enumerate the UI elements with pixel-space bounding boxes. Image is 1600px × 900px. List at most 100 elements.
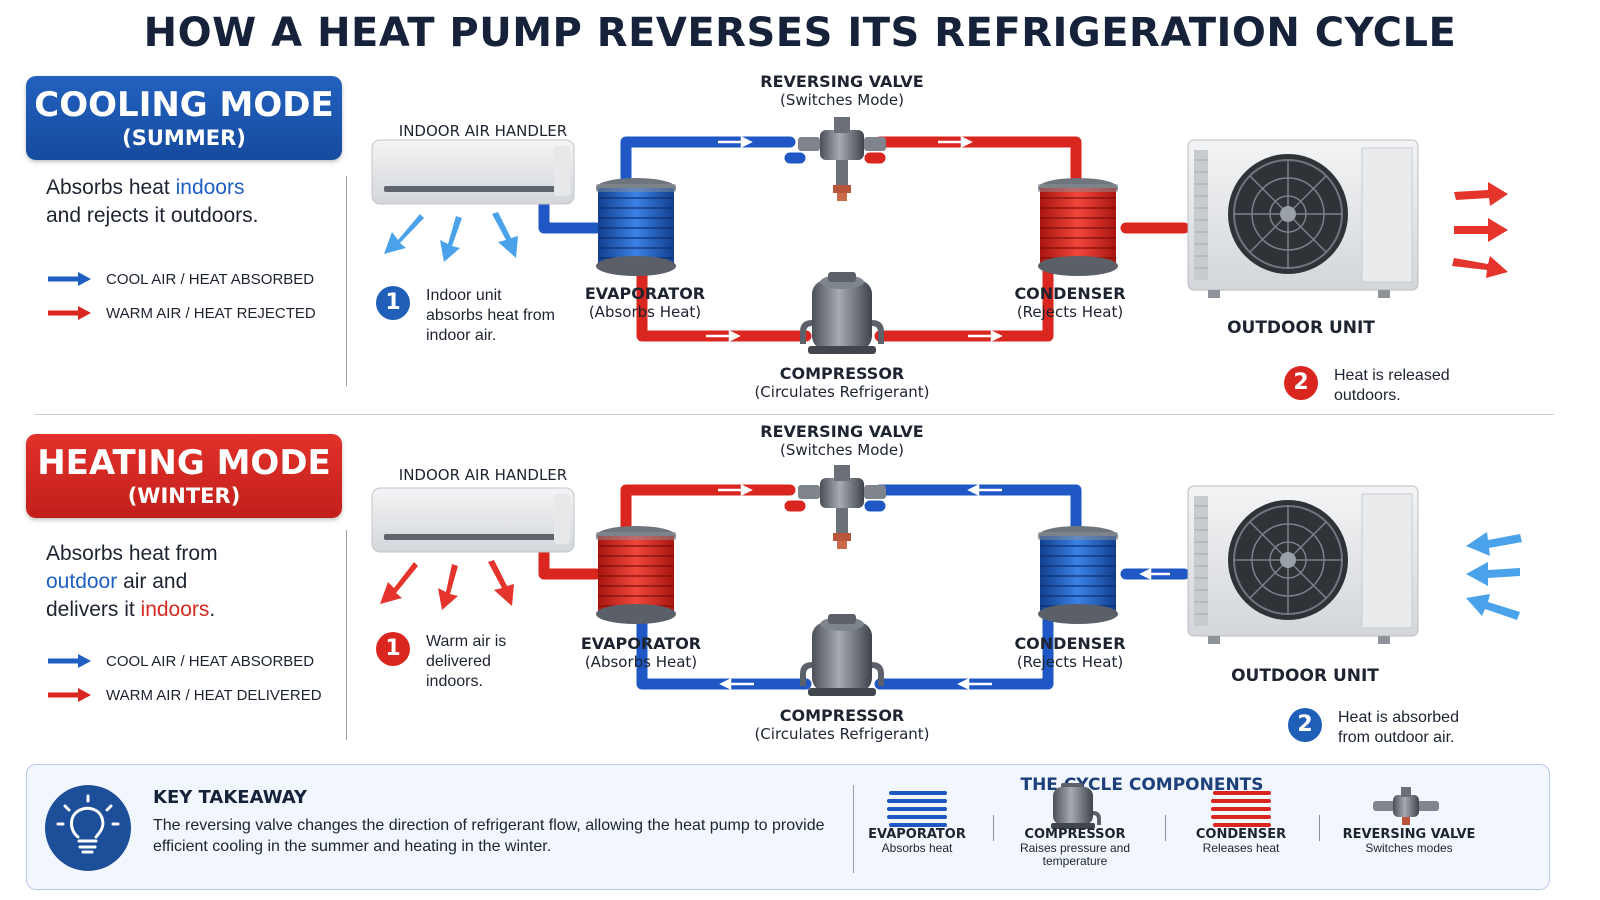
component-name: COMPRESSOR	[1024, 827, 1126, 842]
cycle-diagrams	[371, 117, 1522, 696]
cooling-outdoor-label: OUTDOOR UNIT	[1208, 318, 1394, 338]
cooling-compressor-label: COMPRESSOR (Circulates Refrigerant)	[732, 364, 952, 401]
cooling-indoor-air-arrows	[384, 212, 518, 262]
cooling-flow-arrows	[706, 135, 1003, 343]
heating-compressor-icon	[800, 614, 884, 696]
cooling-valve-label: REVERSING VALVE (Switches Mode)	[740, 72, 944, 109]
cooling-desc-highlight: indoors	[175, 176, 245, 199]
heating-valve-title: REVERSING VALVE	[760, 422, 924, 441]
component-name: EVAPORATOR	[868, 827, 966, 842]
components-title: THE CYCLE COMPONENTS	[1020, 775, 1264, 795]
step-text: Indoor unit absorbs heat from indoor air…	[426, 287, 555, 344]
heating-desc-line1: Absorbs heat from	[46, 542, 218, 565]
heating-desc-part: .	[209, 598, 216, 621]
cooling-step-2: 2 Heat is released outdoors.	[1284, 366, 1484, 406]
step-number-badge: 1	[376, 632, 410, 666]
divider	[346, 530, 347, 740]
component-desc: Raises pressure and temperature	[1019, 841, 1131, 868]
cooling-comp-title: COMPRESSOR	[779, 364, 905, 383]
step-number-badge: 2	[1288, 708, 1322, 742]
component-desc: Releases heat	[1202, 841, 1280, 855]
cooling-condenser-icon	[1037, 177, 1119, 277]
heating-condenser-label: CONDENSER (Rejects Heat)	[990, 634, 1150, 671]
step-number-badge: 1	[376, 286, 410, 320]
heating-outdoor-unit-fan-icon	[1187, 485, 1419, 645]
cooling-mode-title: COOLING MODE	[34, 85, 334, 125]
heating-mode-title: HEATING MODE	[37, 443, 331, 483]
heating-mode-badge: HEATING MODE (WINTER)	[26, 434, 342, 518]
heating-comp-sub: (Circulates Refrigerant)	[754, 725, 930, 743]
legend-blue-label: COOL AIR / HEAT ABSORBED	[106, 270, 315, 288]
lightbulb-icon	[45, 785, 131, 871]
evaporator-coil-icon	[887, 791, 947, 827]
section-separator	[34, 414, 1554, 415]
cooling-condenser-label: CONDENSER (Rejects Heat)	[990, 284, 1150, 321]
cooling-diagram	[371, 117, 1508, 354]
step-number-badge: 2	[1284, 366, 1318, 400]
component-evaporator: EVAPORATOR Absorbs heat	[857, 827, 977, 855]
key-takeaway-text: The reversing valve changes the directio…	[153, 817, 825, 855]
legend-red-label: WARM AIR / HEAT DELIVERED	[106, 686, 322, 704]
heating-valve-label: REVERSING VALVE (Switches Mode)	[740, 422, 944, 459]
component-desc: Switches modes	[1365, 841, 1453, 855]
legend-row-red: WARM AIR / HEAT REJECTED	[46, 296, 316, 330]
heating-evap-sub: (Absorbs Heat)	[584, 653, 698, 671]
component-name: REVERSING VALVE	[1342, 827, 1476, 842]
heating-flow-arrows	[718, 483, 1170, 691]
heating-step-2: 2 Heat is absorbed from outdoor air.	[1288, 708, 1488, 748]
heating-desc-part: delivers it	[46, 598, 141, 621]
key-takeaway-panel: KEY TAKEAWAY The reversing valve changes…	[26, 764, 1550, 890]
blue-arrow-icon	[48, 272, 91, 286]
cooling-indoor-label-text: INDOOR AIR HANDLER	[398, 122, 568, 140]
cooling-desc-part: Absorbs heat	[46, 176, 176, 199]
step-text: Heat is absorbed from outdoor air.	[1338, 709, 1459, 746]
heating-diagram	[371, 465, 1522, 696]
cooling-indoor-label: INDOOR AIR HANDLER	[388, 122, 578, 140]
cooling-cond-sub: (Rejects Heat)	[1016, 303, 1124, 321]
compressor-icon	[1051, 783, 1101, 829]
component-name: CONDENSER	[1195, 827, 1287, 842]
divider	[1319, 815, 1320, 841]
step-text: Heat is released outdoors.	[1334, 367, 1450, 404]
legend-red-label: WARM AIR / HEAT REJECTED	[106, 304, 316, 322]
heating-comp-title: COMPRESSOR	[779, 706, 905, 725]
heating-compressor-label: COMPRESSOR (Circulates Refrigerant)	[732, 706, 952, 743]
heating-indoor-air-arrows	[380, 560, 514, 610]
red-arrow-icon	[48, 688, 91, 702]
heating-outdoor-label-text: OUTDOOR UNIT	[1231, 666, 1379, 686]
cooling-legend: COOL AIR / HEAT ABSORBED WARM AIR / HEAT…	[46, 262, 316, 330]
heating-evaporator-label: EVAPORATOR (Absorbs Heat)	[556, 634, 726, 671]
component-compressor: COMPRESSOR Raises pressure and temperatu…	[1005, 827, 1145, 868]
cooling-evap-title: EVAPORATOR	[584, 284, 706, 303]
cooling-outdoor-air-arrows	[1452, 182, 1508, 278]
cooling-mode-badge: COOLING MODE (SUMMER)	[26, 76, 342, 160]
cooling-mode-subtitle: (SUMMER)	[122, 126, 246, 150]
heating-desc-highlight-red: indoors	[140, 598, 210, 621]
heating-cond-sub: (Rejects Heat)	[1016, 653, 1124, 671]
cooling-step-1: 1 Indoor unit absorbs heat from indoor a…	[376, 286, 562, 346]
divider	[853, 785, 854, 873]
heating-evap-title: EVAPORATOR	[580, 634, 702, 653]
cooling-valve-title: REVERSING VALVE	[760, 72, 924, 91]
key-takeaway-title: KEY TAKEAWAY	[153, 787, 308, 808]
cooling-evaporator-label: EVAPORATOR (Absorbs Heat)	[560, 284, 730, 321]
cooling-outdoor-label-text: OUTDOOR UNIT	[1227, 318, 1375, 338]
divider	[346, 176, 347, 386]
heating-valve-sub: (Switches Mode)	[780, 441, 904, 459]
heating-indoor-unit-icon	[371, 487, 575, 553]
cooling-valve-sub: (Switches Mode)	[780, 91, 904, 109]
legend-row-blue: COOL AIR / HEAT ABSORBED	[46, 262, 316, 296]
component-desc: Absorbs heat	[881, 841, 953, 855]
cooling-evap-sub: (Absorbs Heat)	[588, 303, 702, 321]
cooling-compressor-icon	[800, 272, 884, 354]
cooling-indoor-unit-icon	[371, 139, 575, 205]
legend-row-red: WARM AIR / HEAT DELIVERED	[46, 678, 322, 712]
page-title: HOW A HEAT PUMP REVERSES ITS REFRIGERATI…	[143, 10, 1457, 56]
component-condenser: CONDENSER Releases heat	[1181, 827, 1301, 855]
cooling-description: Absorbs heat indoors and rejects it outd…	[46, 174, 258, 230]
cooling-desc-line2: and rejects it outdoors.	[46, 204, 259, 227]
blue-arrow-icon	[48, 654, 91, 668]
heating-indoor-label: INDOOR AIR HANDLER	[388, 466, 578, 484]
cooling-outdoor-unit-fan-icon	[1187, 139, 1419, 299]
heating-cond-title: CONDENSER	[1014, 634, 1126, 653]
